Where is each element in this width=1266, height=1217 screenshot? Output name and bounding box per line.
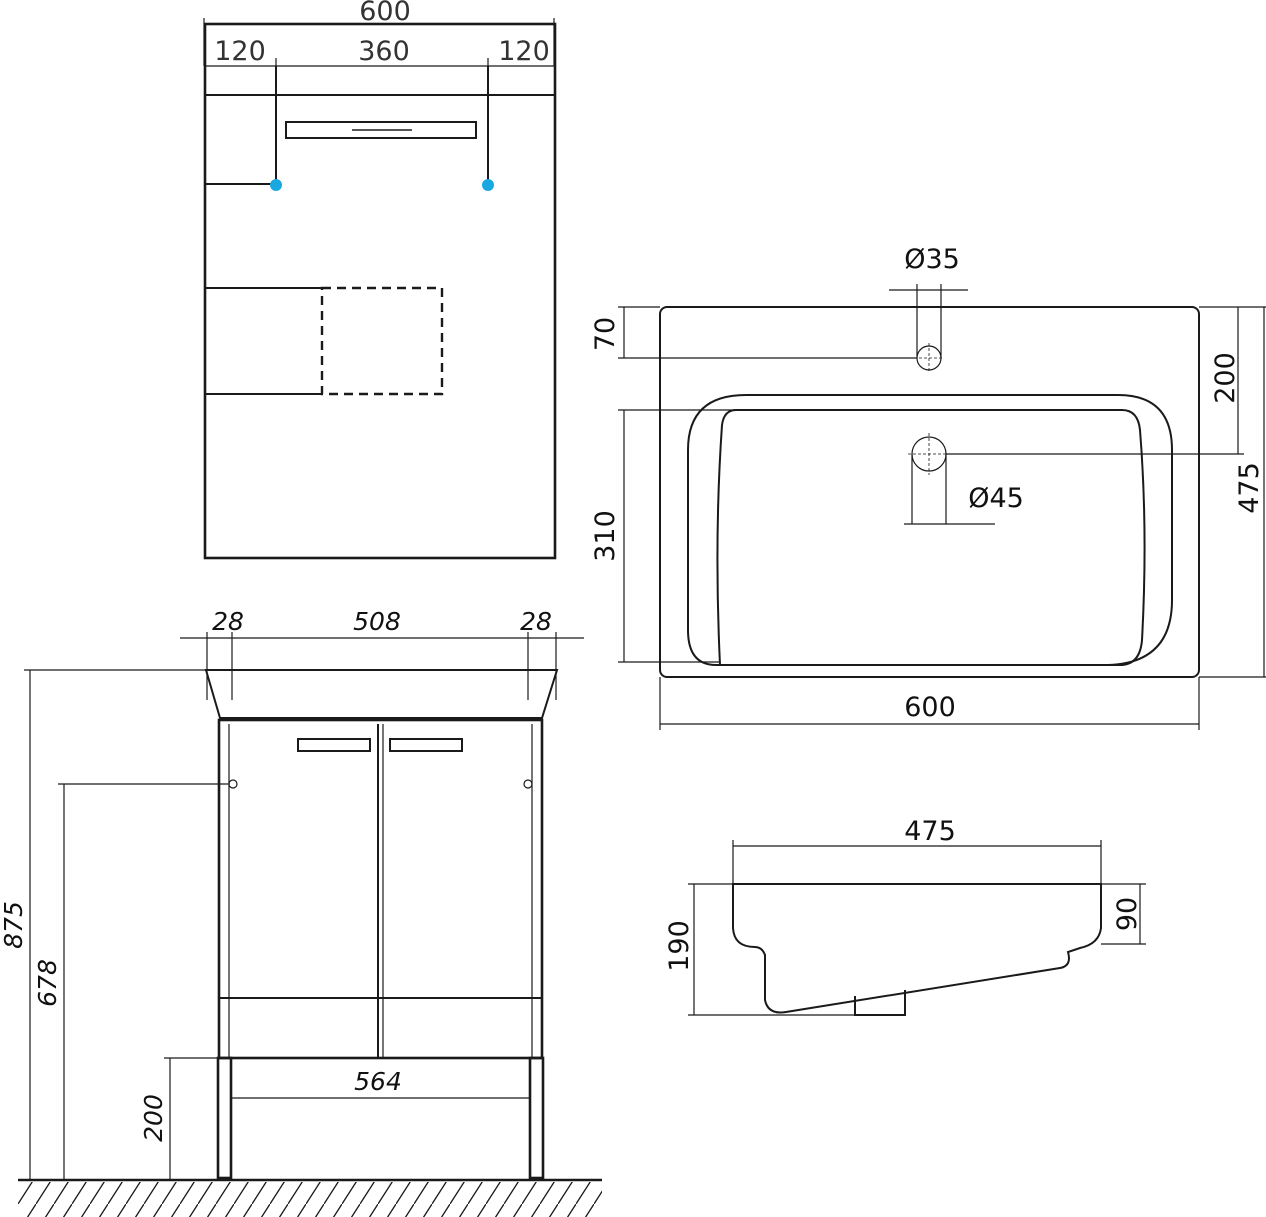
- label-top-width: 600: [359, 0, 411, 27]
- basin-side-profile: [732, 883, 1102, 1014]
- label-bowl-depth: 310: [590, 510, 621, 562]
- label-overhang-left: 28: [212, 607, 244, 636]
- cabinet-plan-outline: [203, 22, 557, 560]
- basin-outline: [659, 306, 1200, 678]
- label-total-height: 875: [0, 901, 28, 949]
- front-view: 28 508 28 564 875 678 200: [0, 607, 602, 1217]
- label-overhang-right: 28: [520, 607, 552, 636]
- bowl-outer: [687, 394, 1173, 666]
- basin-side-view: 475 190 90: [664, 816, 1146, 1016]
- label-tap-hole: Ø35: [904, 244, 960, 275]
- leg-right: [528, 1056, 545, 1180]
- hinge-left: [228, 779, 238, 789]
- floor-hatching: [18, 1182, 602, 1217]
- drain-stub: [854, 990, 906, 1016]
- door-handle-right: [389, 738, 463, 752]
- bowl-inner: [716, 409, 1146, 666]
- leg-left: [216, 1056, 233, 1180]
- pipe-left: [205, 66, 277, 185]
- door-handle-left: [297, 738, 371, 752]
- label-rim-height: 90: [1112, 897, 1143, 931]
- label-tap-offset: 70: [590, 317, 621, 351]
- label-leg-height: 200: [139, 1094, 168, 1142]
- label-leg-span: 564: [354, 1067, 402, 1096]
- basin-front: [204, 669, 559, 719]
- top-view: 600 120 360 120: [203, 0, 557, 560]
- label-drain-hole: Ø45: [968, 483, 1024, 514]
- label-basin-depth: 475: [1234, 462, 1265, 514]
- connection-point-left: [270, 179, 282, 191]
- label-top-middle-span: 360: [358, 36, 410, 67]
- label-top-left-offset: 120: [214, 36, 266, 67]
- label-basin-width: 600: [904, 692, 956, 723]
- label-side-depth: 475: [904, 816, 956, 847]
- cabinet-body: [217, 718, 544, 1060]
- connection-point-right: [482, 179, 494, 191]
- basin-plan-view: Ø35 Ø45 70 310 200 475 600: [590, 244, 1266, 730]
- label-side-height: 190: [664, 920, 695, 972]
- handle-plan: [285, 121, 477, 139]
- label-top-right-offset: 120: [498, 36, 550, 67]
- hinge-right: [523, 779, 533, 789]
- label-hinge-height: 678: [33, 959, 62, 1007]
- drain-zone-dashed: [320, 286, 444, 396]
- label-inner-width: 508: [353, 607, 401, 636]
- label-drain-offset: 200: [1210, 352, 1241, 404]
